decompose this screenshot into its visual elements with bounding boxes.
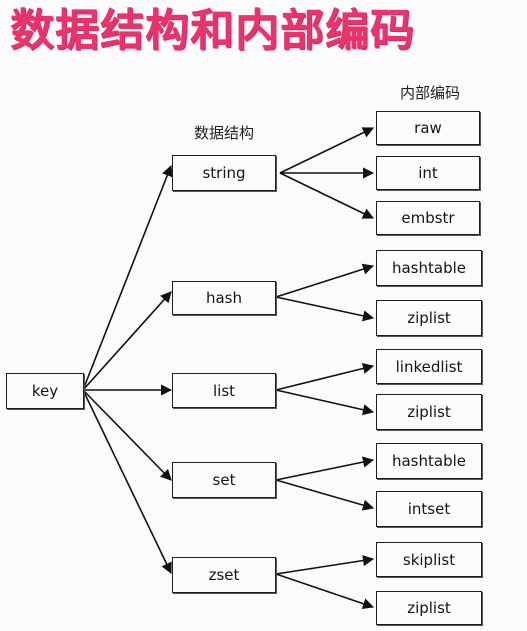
arrow-list-to-linkedlist — [275, 362, 375, 391]
node-encoding-embstr: embstr — [376, 201, 480, 235]
node-hash: hash — [172, 281, 276, 315]
node-encoding-hashtable: hashtable — [376, 250, 482, 286]
node-encoding-skiplist: skiplist — [376, 542, 482, 577]
node-encoding-intset: intset — [376, 491, 482, 527]
arrow-string-to-embstr — [279, 172, 375, 219]
node-encoding-linkedlist: linkedlist — [376, 349, 482, 384]
arrow-zset-to-skiplist — [275, 555, 375, 575]
structure-column-header: 数据结构 — [193, 124, 254, 142]
node-key: key — [6, 373, 84, 409]
encoding-column-header: 内部编码 — [399, 84, 460, 102]
arrow-key-to-set — [82, 389, 172, 481]
node-encoding-ziplist: ziplist — [376, 300, 482, 336]
node-set: set — [172, 462, 276, 498]
node-encoding-hashtable: hashtable — [376, 443, 482, 479]
arrow-key-to-string — [82, 164, 173, 391]
arrow-key-to-hash — [82, 291, 172, 391]
page-title: 数据结构和内部编码 — [10, 5, 415, 56]
node-encoding-ziplist: ziplist — [376, 394, 482, 430]
node-encoding-ziplist: ziplist — [376, 591, 482, 625]
arrow-set-to-intset — [275, 479, 375, 511]
arrow-string-to-raw — [279, 127, 375, 174]
arrow-set-to-hashtable — [275, 456, 375, 481]
node-zset: zset — [172, 557, 276, 593]
arrow-zset-to-ziplist — [275, 573, 375, 610]
node-string: string — [172, 155, 276, 191]
node-encoding-int: int — [376, 156, 480, 190]
node-encoding-raw: raw — [376, 111, 480, 145]
arrow-key-to-zset — [82, 389, 172, 575]
node-list: list — [172, 373, 276, 408]
arrow-hash-to-hashtable — [275, 263, 375, 298]
arrow-list-to-ziplist — [275, 389, 375, 416]
arrow-hash-to-ziplist — [275, 296, 375, 322]
